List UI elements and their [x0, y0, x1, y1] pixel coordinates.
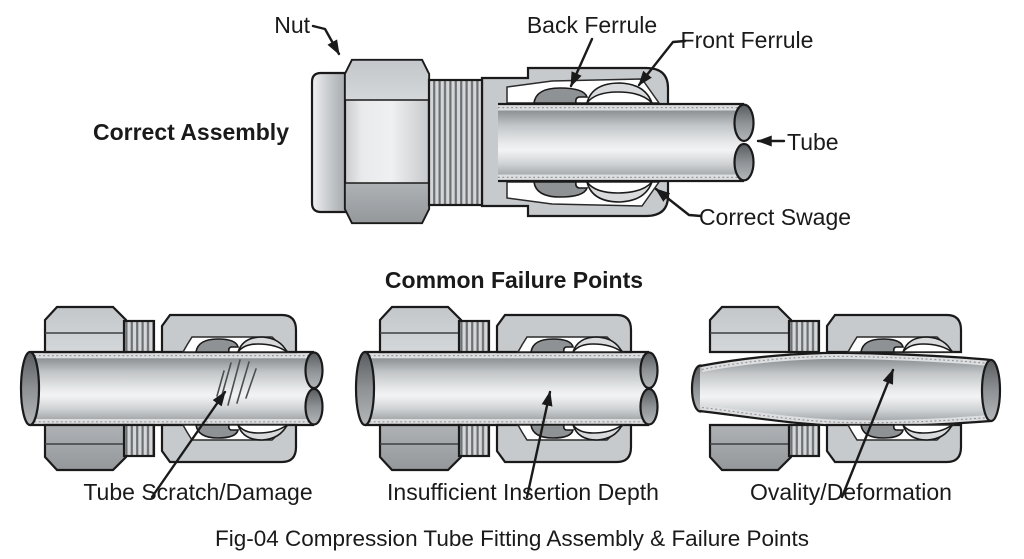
- tube-shape: [354, 350, 659, 427]
- front-ferrule-leader-line: [637, 39, 687, 87]
- correct-assembly-title: Correct Assembly: [93, 119, 289, 145]
- tube-shape: [19, 350, 324, 427]
- failure-label-scratch: Tube Scratch/Damage: [83, 479, 312, 505]
- nut-washer: [310, 71, 350, 214]
- failure-label-ovality: Ovality/Deformation: [750, 479, 952, 505]
- tube-shape-deformed: [690, 351, 1002, 428]
- front-ferrule-callout: Front Ferrule: [681, 27, 814, 53]
- back-ferrule-callout: Back Ferrule: [527, 12, 657, 38]
- ovality-arrow: [840, 368, 895, 499]
- correct-swage-callout: Correct Swage: [699, 204, 851, 230]
- tube-shape: [498, 102, 755, 183]
- failure-points-title: Common Failure Points: [385, 267, 643, 293]
- failure-fitting-scratch: Tube Scratch/Damage: [19, 305, 324, 505]
- insertion-arrow: [525, 390, 553, 499]
- nut-shape: [343, 58, 431, 225]
- back-ferrule-leader-line: [569, 37, 594, 88]
- nut-callout: Nut: [274, 12, 310, 38]
- tube-callout: Tube: [787, 129, 839, 155]
- correct-assembly-group: Nut Back Ferrule Front Ferrule Tube Corr…: [93, 12, 851, 230]
- nut-leader-line: [311, 24, 341, 56]
- threads-shape: [427, 78, 484, 207]
- failure-label-insertion: Insufficient Insertion Depth: [387, 479, 659, 505]
- failure-fitting-insertion: Insufficient Insertion Depth: [354, 305, 659, 505]
- back-ferrule-shape-bottom: [533, 181, 589, 198]
- correct-swage-leader-line: [654, 187, 703, 218]
- scratch-arrow: [150, 390, 227, 499]
- figure-caption: Fig-04 Compression Tube Fitting Assembly…: [215, 526, 809, 551]
- failure-fitting-ovality: Ovality/Deformation: [690, 305, 1002, 505]
- back-ferrule-shape: [533, 87, 589, 104]
